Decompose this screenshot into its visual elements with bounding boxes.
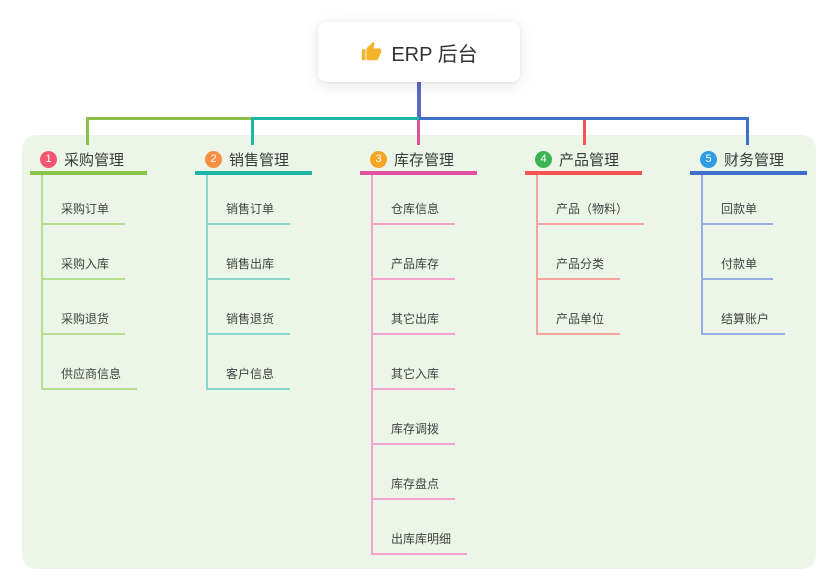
- branch-children: 回款单 付款单 结算账户: [701, 175, 807, 335]
- branch-label: 销售管理: [229, 151, 290, 169]
- bus-segment-teal: [253, 117, 419, 120]
- child-label[interactable]: 库存调拨: [373, 420, 456, 445]
- child-label[interactable]: 付款单: [703, 255, 774, 280]
- bus-segment-green: [86, 117, 253, 120]
- branch-number-badge: 4: [535, 150, 552, 168]
- branch-number-badge: 1: [40, 150, 57, 168]
- child-label[interactable]: 客户信息: [208, 365, 291, 390]
- child-label[interactable]: 结算账户: [703, 310, 786, 335]
- branch-inventory: 3 库存管理 仓库信息 产品库存 其它出库 其它入库 库存调拨 库存盘点 出库库…: [360, 147, 477, 555]
- child-label[interactable]: 采购入库: [43, 255, 126, 280]
- branch-label: 采购管理: [64, 151, 125, 169]
- child-label[interactable]: 销售订单: [208, 200, 291, 225]
- thumbs-up-icon: [362, 41, 382, 61]
- child-node: 出库库明细: [373, 500, 477, 555]
- child-label[interactable]: 其它出库: [373, 310, 456, 335]
- branch-header-procurement[interactable]: 1 采购管理: [30, 147, 147, 175]
- child-node: 产品库存: [373, 225, 477, 280]
- child-node: 产品单位: [538, 280, 642, 335]
- child-label[interactable]: 出库库明细: [373, 530, 468, 555]
- branch-product: 4 产品管理 产品（物料） 产品分类 产品单位: [525, 147, 645, 335]
- child-node: 采购订单: [43, 175, 147, 225]
- child-node: 结算账户: [703, 280, 807, 335]
- child-node: 销售退货: [208, 280, 312, 335]
- root-node[interactable]: ERP 后台: [318, 22, 520, 82]
- child-label[interactable]: 产品单位: [538, 310, 621, 335]
- branch-header-product[interactable]: 4 产品管理: [525, 147, 642, 175]
- branch-stub-finance: [746, 117, 749, 145]
- child-node: 供应商信息: [43, 335, 147, 390]
- child-node: 仓库信息: [373, 175, 477, 225]
- child-node: 其它入库: [373, 335, 477, 390]
- root-connector-line: [417, 82, 421, 119]
- child-node: 采购入库: [43, 225, 147, 280]
- child-node: 其它出库: [373, 280, 477, 335]
- branch-number-badge: 5: [700, 150, 717, 168]
- branch-stub-product: [583, 120, 586, 145]
- child-node: 库存调拨: [373, 390, 477, 445]
- branch-children: 仓库信息 产品库存 其它出库 其它入库 库存调拨 库存盘点 出库库明细: [371, 175, 477, 555]
- root-label: ERP 后台: [391, 43, 478, 66]
- child-label[interactable]: 仓库信息: [373, 200, 456, 225]
- branch-header-inventory[interactable]: 3 库存管理: [360, 147, 477, 175]
- child-node: 付款单: [703, 225, 807, 280]
- branch-label: 财务管理: [724, 151, 785, 169]
- child-label[interactable]: 供应商信息: [43, 365, 138, 390]
- child-label[interactable]: 产品分类: [538, 255, 621, 280]
- child-node: 客户信息: [208, 335, 312, 390]
- branch-stub-sales: [251, 117, 254, 145]
- child-label[interactable]: 采购订单: [43, 200, 126, 225]
- branch-number-badge: 3: [370, 150, 387, 168]
- branch-procurement: 1 采购管理 采购订单 采购入库 采购退货 供应商信息: [30, 147, 147, 390]
- child-label[interactable]: 回款单: [703, 200, 774, 225]
- branch-sales: 2 销售管理 销售订单 销售出库 销售退货 客户信息: [195, 147, 312, 390]
- child-node: 销售订单: [208, 175, 312, 225]
- child-label[interactable]: 采购退货: [43, 310, 126, 335]
- branch-stub-procurement: [86, 117, 89, 145]
- branch-number-badge: 2: [205, 150, 222, 168]
- branch-label: 库存管理: [394, 151, 455, 169]
- child-label[interactable]: 销售出库: [208, 255, 291, 280]
- child-node: 采购退货: [43, 280, 147, 335]
- child-label[interactable]: 产品（物料）: [538, 200, 645, 225]
- child-label[interactable]: 库存盘点: [373, 475, 456, 500]
- branch-children: 销售订单 销售出库 销售退货 客户信息: [206, 175, 312, 390]
- child-node: 库存盘点: [373, 445, 477, 500]
- branch-header-sales[interactable]: 2 销售管理: [195, 147, 312, 175]
- branch-stub-inventory: [417, 120, 420, 145]
- bus-segment-blue: [419, 117, 749, 120]
- branch-header-finance[interactable]: 5 财务管理: [690, 147, 807, 175]
- branch-children: 产品（物料） 产品分类 产品单位: [536, 175, 645, 335]
- child-label[interactable]: 其它入库: [373, 365, 456, 390]
- branch-children: 采购订单 采购入库 采购退货 供应商信息: [41, 175, 147, 390]
- child-label[interactable]: 销售退货: [208, 310, 291, 335]
- branch-finance: 5 财务管理 回款单 付款单 结算账户: [690, 147, 807, 335]
- child-node: 产品分类: [538, 225, 642, 280]
- background-panel: [22, 135, 816, 569]
- child-node: 销售出库: [208, 225, 312, 280]
- child-node: 产品（物料）: [538, 175, 645, 225]
- child-label[interactable]: 产品库存: [373, 255, 456, 280]
- child-node: 回款单: [703, 175, 807, 225]
- branch-label: 产品管理: [559, 151, 620, 169]
